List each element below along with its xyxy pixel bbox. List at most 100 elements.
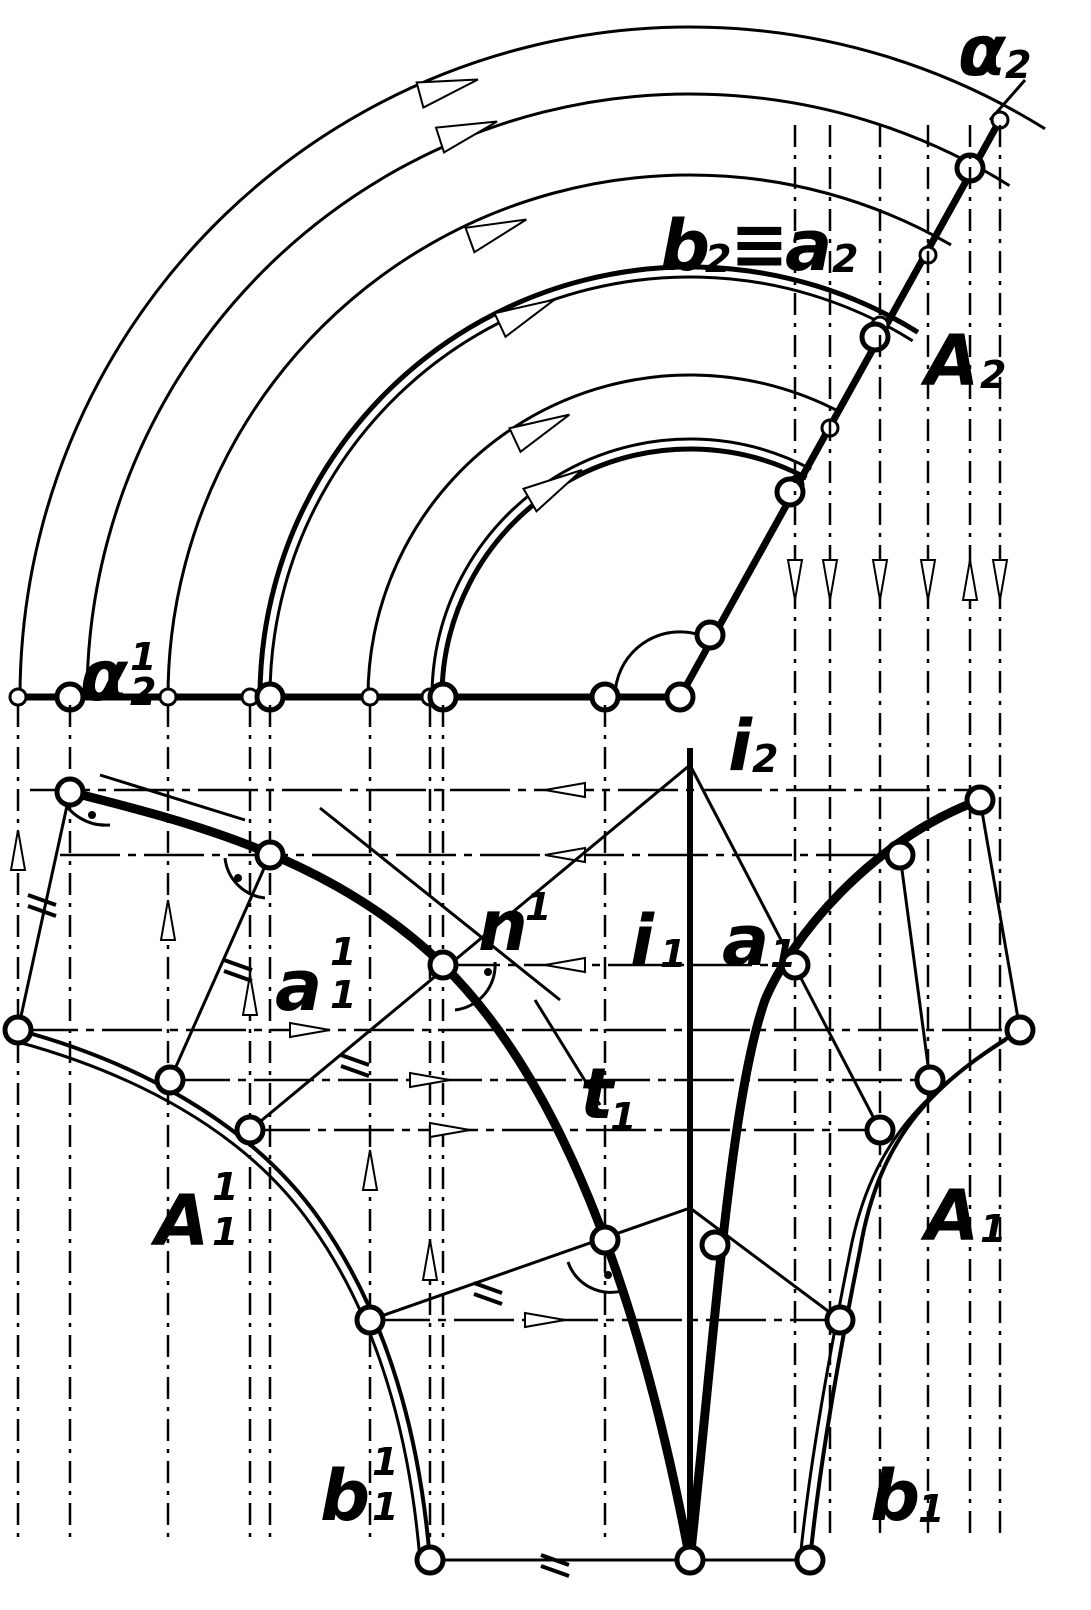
curve-a1-1 xyxy=(68,787,695,1561)
projection-arrow xyxy=(919,559,937,601)
right-angle-mark xyxy=(566,1261,626,1294)
construction-arrow xyxy=(544,956,586,974)
svg-text:1: 1 xyxy=(980,1207,1006,1251)
svg-text:1: 1 xyxy=(918,1487,944,1531)
equal-tick xyxy=(540,1553,570,1567)
label-a1: a 1 xyxy=(722,900,796,982)
concentric-arc xyxy=(257,264,920,698)
construction-arrow xyxy=(409,1071,451,1089)
equal-tick xyxy=(340,1064,370,1078)
svg-text:1: 1 xyxy=(372,1440,398,1484)
curve-point xyxy=(699,1229,731,1261)
construction-arrow xyxy=(429,1121,471,1139)
projection-arrow xyxy=(821,559,839,601)
right-angle-dot xyxy=(484,968,492,976)
arc-arrow xyxy=(464,218,527,254)
curve-point xyxy=(1004,1014,1036,1046)
construction-arrow xyxy=(544,846,586,864)
right-angle-mark xyxy=(223,857,266,900)
svg-text:2: 2 xyxy=(1005,43,1031,87)
svg-text:α: α xyxy=(80,635,129,717)
svg-text:1: 1 xyxy=(330,930,356,974)
angle-arc-i2 xyxy=(613,630,701,698)
diagonal-point xyxy=(774,476,806,508)
label-A2: A 2 xyxy=(920,320,1006,402)
svg-text:≡: ≡ xyxy=(730,203,789,285)
equal-tick xyxy=(540,1564,570,1578)
curve-point xyxy=(427,949,459,981)
normal-n1 xyxy=(319,806,561,1002)
label-b1: b 1 xyxy=(870,1455,944,1537)
projection-arrow xyxy=(786,559,804,601)
projection-arrow xyxy=(241,974,259,1016)
arc-arrow xyxy=(434,120,498,154)
equal-tick xyxy=(473,1292,503,1306)
diagonal-point xyxy=(694,619,726,651)
svg-text:1: 1 xyxy=(212,1210,238,1254)
equal-tick xyxy=(27,904,57,918)
label-A1-1: A 1 1 xyxy=(150,1165,238,1262)
curve-point xyxy=(794,1544,826,1576)
equal-tick xyxy=(223,969,253,983)
equal-tick xyxy=(473,1281,503,1295)
curve-point xyxy=(234,1114,266,1146)
svg-text:2: 2 xyxy=(705,237,731,281)
arc-arrow xyxy=(493,298,555,339)
connector-line xyxy=(369,1206,691,1322)
svg-text:1: 1 xyxy=(212,1165,238,1209)
curve-point xyxy=(864,1114,896,1146)
svg-text:b: b xyxy=(660,205,710,287)
curve-point xyxy=(154,1064,186,1096)
svg-text:1: 1 xyxy=(525,885,551,929)
curve-point xyxy=(964,784,996,816)
svg-text:1: 1 xyxy=(660,932,686,976)
projection-arrow xyxy=(991,559,1009,601)
svg-text:a: a xyxy=(722,900,769,982)
svg-text:a: a xyxy=(785,205,832,287)
construction-arrow xyxy=(289,1021,331,1039)
curve-b1-1 xyxy=(17,1028,432,1561)
svg-text:α: α xyxy=(958,10,1007,92)
diagonal-point xyxy=(859,321,891,353)
connector-line xyxy=(688,764,882,1131)
connector-line xyxy=(168,854,272,1081)
right-angle-mark xyxy=(454,961,497,1012)
svg-text:2: 2 xyxy=(752,737,778,781)
svg-text:1: 1 xyxy=(770,932,796,976)
svg-text:a: a xyxy=(275,945,322,1027)
svg-text:b: b xyxy=(870,1455,920,1537)
construction-arrow xyxy=(544,781,586,799)
svg-text:A: A xyxy=(920,320,979,402)
label-i2: i 2 xyxy=(728,705,778,787)
arc-arrow xyxy=(415,78,479,110)
label-alpha-2-1: α 1 2 xyxy=(80,635,156,717)
projection-arrow xyxy=(961,559,979,601)
label-n1: n 1 xyxy=(478,885,551,967)
label-b1-1: b 1 1 xyxy=(320,1440,398,1537)
svg-text:t: t xyxy=(580,1053,616,1135)
svg-text:1: 1 xyxy=(610,1095,636,1139)
curve-point xyxy=(354,1304,386,1336)
equal-tick xyxy=(27,893,57,907)
curve-point xyxy=(589,1224,621,1256)
svg-text:2: 2 xyxy=(130,670,156,714)
curve-point xyxy=(824,1304,856,1336)
construction-arrow xyxy=(524,1311,566,1329)
connector-line xyxy=(249,763,691,1132)
curve-point xyxy=(2,1014,34,1046)
projection-arrow xyxy=(421,1239,439,1281)
concentric-arc xyxy=(268,275,914,698)
equal-tick xyxy=(223,958,253,972)
label-alpha-2: α 2 xyxy=(958,10,1031,92)
label-t1: t 1 xyxy=(580,1053,636,1139)
curve-b1-1-inner xyxy=(17,1040,422,1561)
curve-point xyxy=(54,776,86,808)
curve-point xyxy=(779,949,811,981)
curve-point xyxy=(914,1064,946,1096)
right-angle-dot xyxy=(234,874,242,882)
svg-text:b: b xyxy=(320,1455,370,1537)
arc-arrow xyxy=(522,469,583,513)
right-angle-dot xyxy=(88,811,96,819)
curve-a1 xyxy=(685,795,982,1561)
